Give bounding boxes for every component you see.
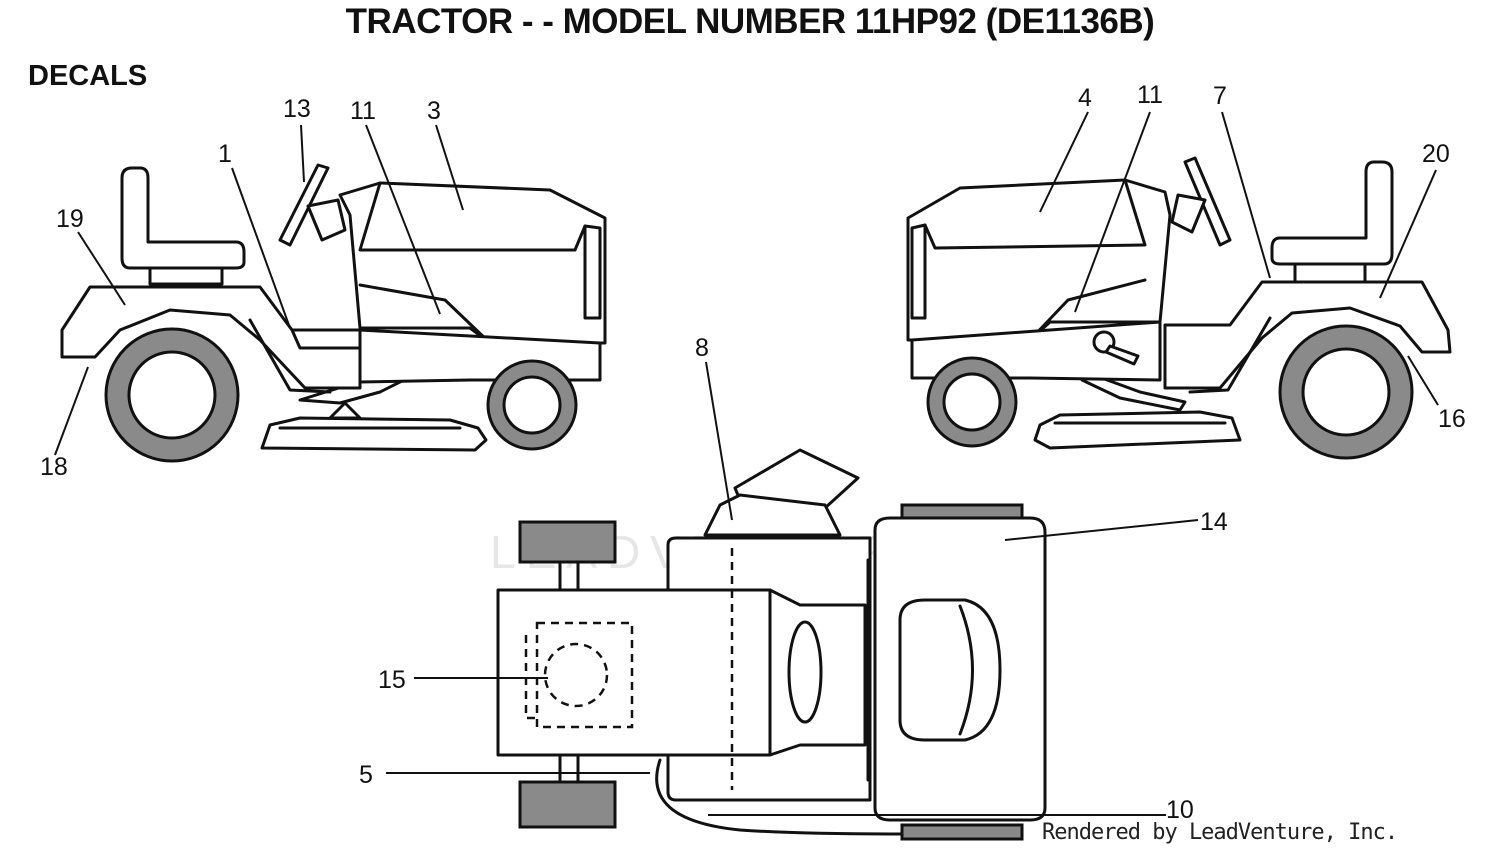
top-dash bbox=[703, 493, 842, 537]
tractor-top-view bbox=[496, 448, 1047, 841]
callout-11-right: 11 bbox=[1137, 81, 1163, 109]
hood-left bbox=[338, 181, 607, 345]
callout-19: 19 bbox=[56, 205, 84, 233]
callout-4: 4 bbox=[1078, 84, 1092, 112]
section-label: DECALS bbox=[28, 60, 148, 92]
tractor-right-view bbox=[906, 156, 1452, 460]
callout-5: 5 bbox=[359, 761, 373, 789]
callout-10: 10 bbox=[1166, 796, 1194, 824]
callout-15: 15 bbox=[378, 666, 406, 694]
top-front-wheel-lower bbox=[518, 780, 617, 829]
steering-wheel-right bbox=[1183, 156, 1232, 247]
mower-deck-left bbox=[260, 416, 488, 452]
rear-fender-left bbox=[60, 285, 362, 390]
callout-14: 14 bbox=[1200, 508, 1228, 536]
diagram-title: TRACTOR - - MODEL NUMBER 11HP92 (DE1136B… bbox=[345, 2, 1155, 41]
leader-lines bbox=[54, 111, 1439, 816]
callout-18: 18 bbox=[40, 453, 68, 481]
rear-fender-right bbox=[1163, 280, 1452, 390]
decal-15-outline bbox=[535, 621, 634, 729]
callout-13: 13 bbox=[283, 95, 311, 123]
callout-numbers: 1 13 11 3 19 18 4 11 7 20 16 8 14 15 5 1… bbox=[40, 81, 1466, 824]
seat-left bbox=[120, 166, 246, 270]
hood-right bbox=[906, 178, 1172, 342]
top-hood bbox=[496, 588, 867, 757]
callout-11-left: 11 bbox=[350, 97, 376, 125]
top-seat bbox=[898, 598, 1002, 742]
top-front-wheel-upper bbox=[518, 520, 617, 564]
top-rear-wheel-lower bbox=[900, 823, 1024, 841]
steering-wheel-left bbox=[278, 163, 330, 247]
callout-7: 7 bbox=[1213, 82, 1227, 110]
tractor-left-view bbox=[60, 163, 607, 463]
callout-16: 16 bbox=[1438, 405, 1466, 433]
seat-right bbox=[1270, 160, 1394, 266]
callout-3: 3 bbox=[427, 97, 441, 125]
callout-8: 8 bbox=[695, 334, 709, 362]
credit-text: Rendered by LeadVenture, Inc. bbox=[1042, 820, 1398, 845]
callout-20: 20 bbox=[1422, 140, 1450, 168]
callout-1: 1 bbox=[218, 140, 232, 168]
